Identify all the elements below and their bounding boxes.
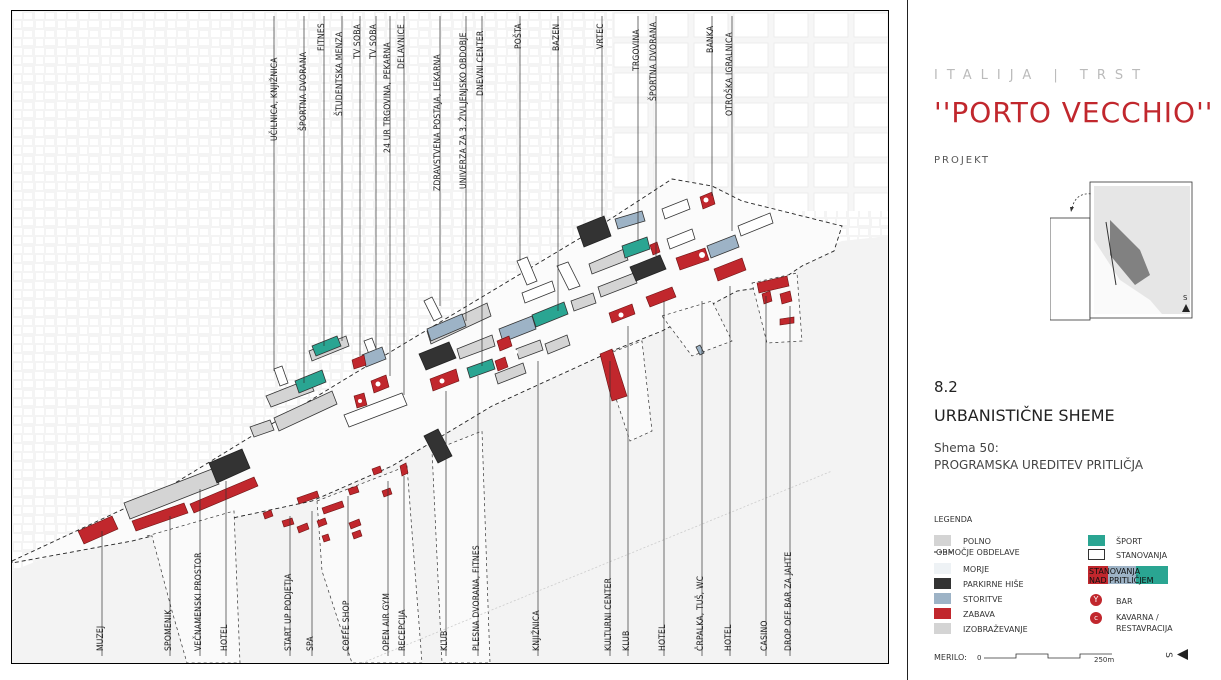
label-sportna-dvorana-2: ŠPORTNA DVORANA	[649, 21, 659, 101]
label-tv-soba-2: TV SOBA	[369, 23, 379, 59]
bar-icon: Y	[1090, 594, 1102, 606]
locator-map: S	[1050, 181, 1193, 321]
label-sportna-dvorana: ŠPORTNA DVORANA	[299, 51, 309, 131]
label-otroska-igralnica: OTROŠKA IGRALNICA	[725, 32, 735, 116]
legend-obmocje: OBMOČJE OBDELAVE	[936, 548, 1020, 557]
label-coffe-shop: COFFE SHOP	[342, 600, 352, 651]
legend-stan-nad-2: NAD PRITLIČJEM	[1089, 576, 1154, 585]
label-24ur-trgovina: 24 UR TRGOVINA, PEKARNA	[383, 42, 393, 153]
legend-zabava: ZABAVA	[963, 610, 995, 619]
label-spomenik: SPOMENIK	[164, 609, 174, 651]
legend-swatch-stan-nad	[1088, 566, 1168, 584]
legend-swatch-sport	[1088, 535, 1105, 546]
label-hotel-3: HOTEL	[724, 624, 734, 651]
legend-parkirne: PARKIRNE HIŠE	[963, 580, 1024, 589]
legend-kavarna-2: RESTAVRACIJA	[1116, 624, 1173, 633]
legend-stan-nad: STANOVANJA NAD PRITLIČJEM	[1089, 567, 1154, 585]
scale-zero: 0	[977, 654, 982, 662]
label-vecnamenski-prostor: VEČNAMENSKI PROSTOR	[194, 552, 204, 651]
legend-stanovanja: STANOVANJA	[1116, 551, 1168, 560]
schema-number: Shema 50:	[934, 441, 999, 455]
legend-kavarna-1: KAVARNA /	[1116, 613, 1159, 622]
label-banka: BANKA	[706, 25, 716, 53]
label-open-air-gym: OPEN AIR GYM	[382, 592, 392, 651]
legend-kavarna: KAVARNA / RESTAVRACIJA	[1116, 612, 1173, 634]
legend-swatch-polno	[934, 535, 951, 546]
legend-sport: ŠPORT	[1116, 537, 1143, 546]
schema-caption: Shema 50: PROGRAMSKA UREDITEV PRITLIČJA	[934, 440, 1143, 474]
north-arrow-icon	[1177, 649, 1188, 660]
label-startup-podjetja: START UP PODJETJA	[284, 573, 294, 651]
label-knjiznica: KNJIŽNICA	[532, 610, 542, 651]
legend-swatch-stanovanja	[1088, 549, 1105, 560]
schema-title: PROGRAMSKA UREDITEV PRITLIČJA	[934, 458, 1144, 472]
page-title: ''PORTO VECCHIO''	[934, 96, 1214, 129]
label-crpalka: ČRPALKA, TUŠ, WC	[696, 575, 706, 651]
label-trgovina: TRGOVINA	[632, 29, 642, 71]
label-fitnes: FITNES	[317, 23, 327, 51]
label-posta: POŠTA	[514, 23, 524, 49]
label-zdravstvena-postaja: ZDRAVSTVENA POSTAJA, LEKARNA	[433, 54, 443, 191]
label-dnevni-center: DNEVNI CENTER	[476, 30, 486, 96]
legend-izobrazevanje: IZOBRAŽEVANJE	[963, 625, 1028, 634]
scale-label: MERILO:	[934, 653, 967, 662]
section-title: URBANISTIČNE SHEME	[934, 406, 1115, 425]
info-panel: ITALIJA | TRST ''PORTO VECCHIO'' PROJEKT…	[908, 0, 1221, 680]
label-recepcija: RECEPCIJA	[398, 609, 408, 651]
legend-swatch-parkirne	[934, 578, 951, 589]
label-klub-1: KLUB	[440, 630, 450, 652]
label-muzej: MUZEJ	[96, 625, 106, 651]
locator-north-label: S	[1183, 294, 1188, 302]
label-leader-lines	[101, 16, 791, 656]
map-drawing	[12, 11, 888, 663]
label-delavnice: DELAVNICE	[397, 23, 407, 69]
label-univerza: UNIVERZA ZA 3. ŽIVLJENJSKO OBDOBJE	[459, 32, 469, 189]
site-plan-map: UČILNICA, KNJIŽNICA ŠPORTNA DVORANA FITN…	[11, 10, 889, 664]
legend-swatch-storitve	[934, 593, 951, 604]
country-city: ITALIJA | TRST	[934, 68, 1150, 83]
legend-swatch-izobrazevanje	[934, 623, 951, 634]
legend-polno: POLNO	[963, 537, 991, 546]
section-number: 8.2	[934, 378, 958, 396]
label-plesna-dvorana: PLESNA DVORANA, FITNES	[472, 545, 482, 651]
legend-bar: BAR	[1116, 597, 1133, 606]
scale-max: 250m	[1094, 656, 1115, 664]
legend-stan-nad-1: STANOVANJA	[1089, 567, 1141, 576]
legend-swatch-morje	[934, 563, 951, 574]
label-vrtec: VRTEC	[596, 23, 606, 49]
project-label: PROJEKT	[934, 155, 991, 166]
north-label: S	[1162, 652, 1173, 658]
label-ucilnica: UČILNICA, KNJIŽNICA	[270, 57, 280, 141]
label-tv-soba-1: TV SOBA	[353, 23, 363, 59]
legend-storitve: STORITVE	[963, 595, 1003, 604]
label-casino: CASINO	[760, 620, 770, 651]
scale-bar	[984, 653, 1112, 659]
legend-swatch-zabava	[934, 608, 951, 619]
coffee-cup-icon: c	[1090, 612, 1102, 624]
label-drop-off-bar: DROP OFF BAR ZA JAHTE	[784, 551, 794, 651]
label-studentska-menza: ŠTUDENTSKA MENZA	[335, 31, 345, 116]
label-klub-2: KLUB	[622, 630, 632, 652]
panel-divider	[907, 0, 908, 680]
label-bazen: BAZEN	[552, 23, 562, 51]
legend-swatch-obmocje	[934, 551, 954, 553]
legend-morje: MORJE	[963, 565, 990, 574]
label-hotel-2: HOTEL	[658, 624, 668, 651]
building-blocks	[77, 191, 795, 545]
label-spa: SPA	[306, 636, 316, 651]
label-hotel-1: HOTEL	[220, 624, 230, 651]
legend-title: LEGENDA	[934, 515, 973, 524]
label-kulturni-center: KULTURNI CENTER	[604, 577, 614, 651]
